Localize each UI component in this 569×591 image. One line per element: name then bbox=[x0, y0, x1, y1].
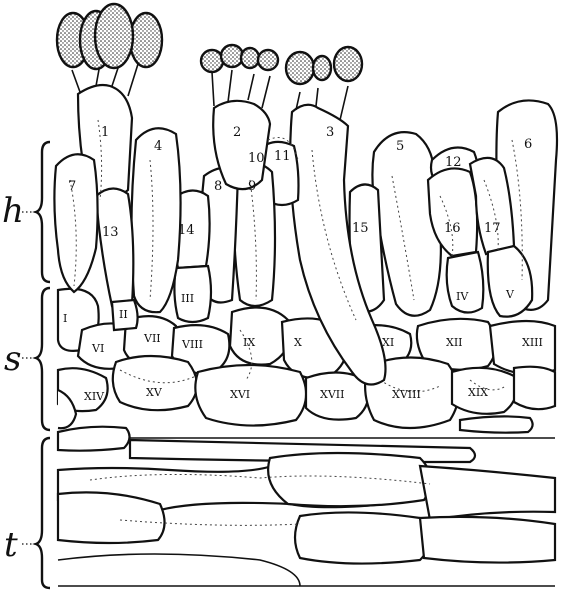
label-14: 14 bbox=[178, 223, 195, 238]
label-9: 9 bbox=[248, 179, 256, 194]
brace-s bbox=[36, 288, 50, 430]
label-3: 3 bbox=[326, 125, 334, 140]
label-8: 8 bbox=[214, 179, 222, 194]
label-I: I bbox=[63, 312, 67, 325]
label-XVIII: XVIII bbox=[392, 388, 421, 401]
label-III: III bbox=[181, 292, 194, 305]
label-7: 7 bbox=[68, 179, 76, 194]
label-XI: XI bbox=[382, 336, 394, 349]
label-XII: XII bbox=[446, 336, 463, 349]
label-VII: VII bbox=[143, 332, 161, 345]
label-11: 11 bbox=[274, 149, 291, 164]
brace-t bbox=[36, 438, 50, 588]
label-2: 2 bbox=[233, 125, 241, 140]
label-VI: VI bbox=[91, 342, 104, 355]
spores bbox=[57, 4, 362, 84]
label-17: 17 bbox=[484, 221, 501, 236]
label-V: V bbox=[505, 288, 515, 301]
label-4: 4 bbox=[154, 139, 162, 154]
label-XVII: XVII bbox=[320, 388, 344, 401]
label-VIII: VIII bbox=[181, 338, 203, 351]
region-braces bbox=[22, 142, 50, 588]
region-label-t: t bbox=[4, 525, 18, 565]
region-label-h: h bbox=[2, 191, 24, 231]
label-II: II bbox=[119, 308, 128, 321]
label-XV: XV bbox=[146, 386, 163, 399]
label-XIII: XIII bbox=[522, 336, 543, 349]
label-16: 16 bbox=[444, 221, 461, 236]
trama-hyphae bbox=[58, 416, 555, 586]
label-5: 5 bbox=[396, 139, 404, 154]
label-IX: IX bbox=[243, 336, 255, 349]
brace-h bbox=[36, 142, 50, 282]
label-6: 6 bbox=[524, 137, 532, 152]
label-13: 13 bbox=[102, 225, 119, 240]
label-XVI: XVI bbox=[230, 388, 250, 401]
label-10: 10 bbox=[248, 151, 265, 166]
label-IV: IV bbox=[456, 290, 469, 303]
label-XIV: XIV bbox=[84, 390, 105, 403]
label-1: 1 bbox=[101, 125, 109, 140]
label-15: 15 bbox=[352, 221, 369, 236]
label-XIX: XIX bbox=[468, 386, 488, 399]
label-X: X bbox=[294, 336, 302, 349]
region-label-s: s bbox=[4, 339, 21, 379]
label-12: 12 bbox=[445, 155, 462, 170]
